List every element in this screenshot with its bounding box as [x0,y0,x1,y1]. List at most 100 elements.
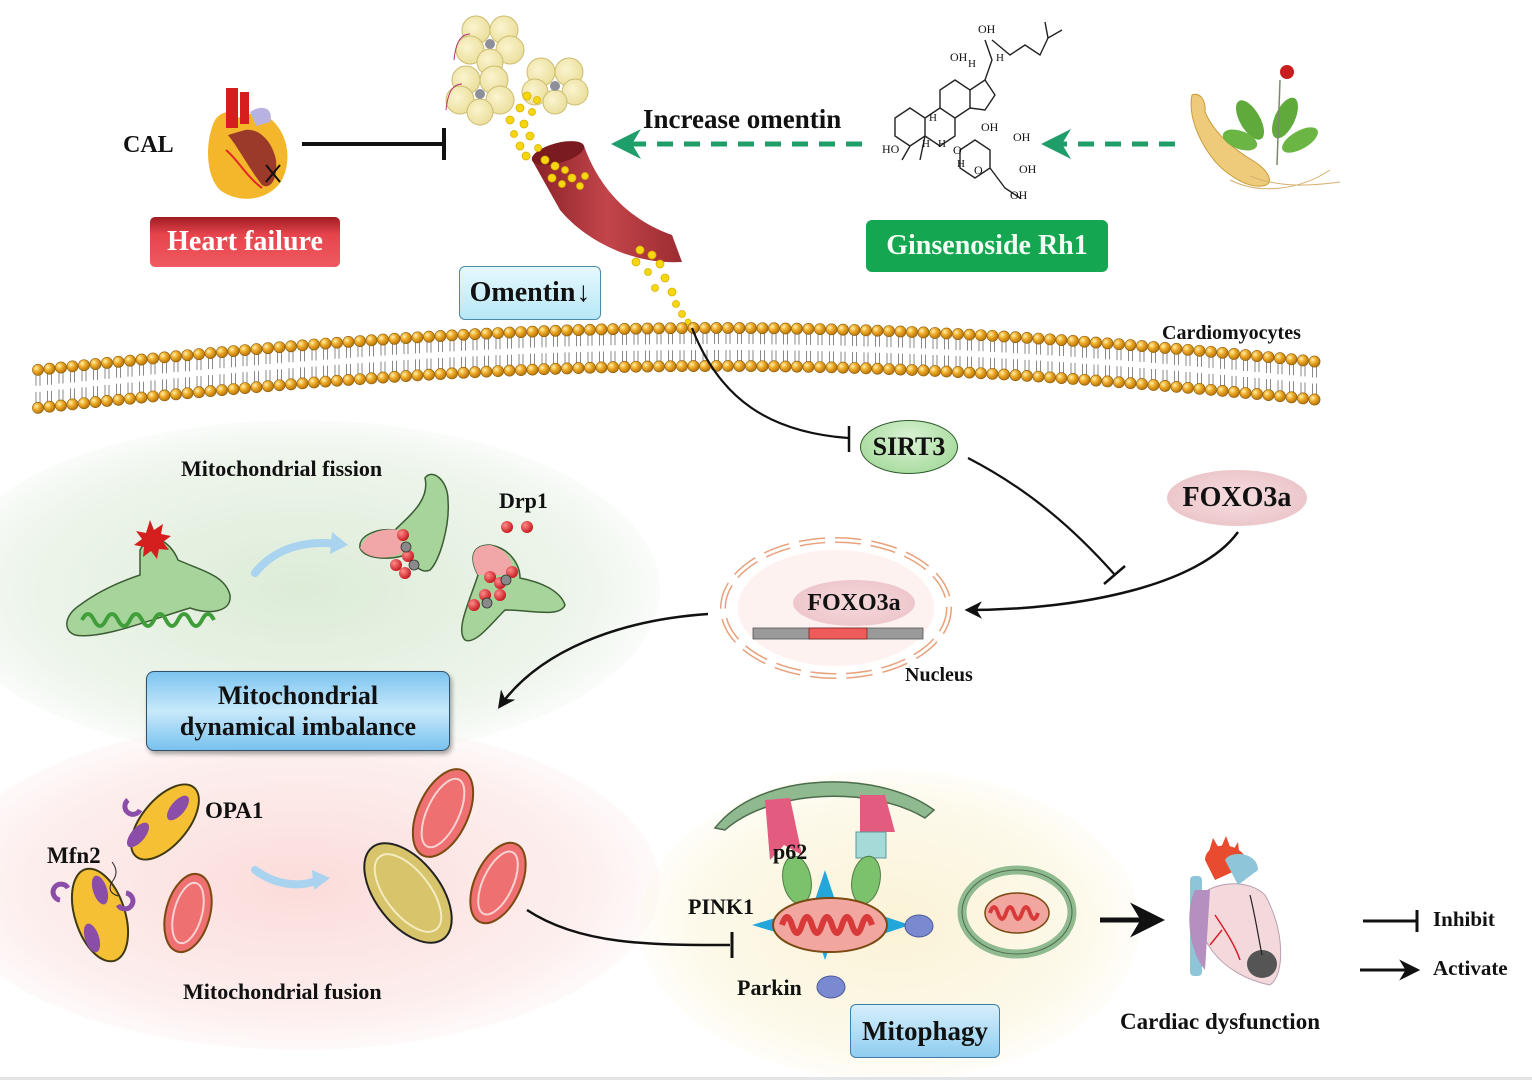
legend-inhibit-label: Inhibit [1433,907,1495,931]
lipid-head [227,345,240,358]
lipid-head [1078,373,1091,386]
lipid-head [181,349,194,362]
mitophagy-box: Mitophagy [850,1004,1000,1058]
mfn2-label: Mfn2 [47,843,101,868]
lipid-head [664,360,677,373]
lipid-head [124,392,136,405]
lipid-tail [541,336,547,365]
lipid-head [262,380,274,393]
lipid-head [1205,383,1217,396]
molecule-atom-label: H [922,138,930,150]
lipid-head [986,367,999,380]
lipid-tail [265,353,271,382]
fusing-mitochondrion-icon [50,861,136,963]
sirt3-node: SIRT3 [860,420,958,474]
lipid-tail [93,369,98,398]
lipid-tail [254,354,259,383]
lipid-head [538,363,550,376]
lipid-tail [139,364,144,393]
lipid-head [239,382,251,395]
lipid-head [1159,380,1171,392]
lipid-head [239,344,251,357]
lipid-tail [1243,359,1248,388]
lipid-head [1193,344,1206,357]
lipid-tail [1013,342,1018,371]
lipid-head [112,355,125,368]
lipid-head [607,361,619,374]
lipid-tail [668,333,673,362]
imbalance-line2: dynamical imbalance [179,712,417,741]
lipid-tail [875,335,880,364]
lipid-tail [783,333,788,362]
lipid-head [469,366,481,379]
ubiquitin-adaptor [855,831,887,859]
lipid-head [112,393,125,406]
lipid-head [1182,381,1194,394]
lipid-head [204,385,217,398]
lipid-tail [576,335,581,364]
lipid-head [1055,334,1068,347]
lipid-tail [1231,358,1237,387]
lipid-head [883,325,895,338]
lipid-head [825,323,838,336]
lipid-head [802,322,815,335]
lipid-head [457,366,470,379]
lipid-tail [150,363,156,392]
lipid-tail [1289,364,1294,393]
p62-label: p62 [773,839,808,864]
lipid-head [1285,353,1298,366]
lipid-head [618,323,631,335]
lipid-tail [760,333,765,362]
lipid-tail [909,336,915,365]
lipid-head [296,377,309,390]
lipid-head [860,324,872,337]
lipid-tail [978,340,984,369]
lipid-head [1308,393,1321,406]
lipid-head [89,358,102,370]
lipid-head [584,323,596,336]
lipid-tail [438,341,443,370]
lipid-head [768,322,780,335]
lipid-head [894,363,907,376]
lipid-tail [162,362,167,391]
lipid-head [158,389,171,402]
dysfunctional-heart-icon [1189,836,1282,986]
lipid-head [1124,339,1137,352]
lipid-tail [622,333,627,362]
lipid-head [480,365,493,378]
lipid-head [170,388,182,401]
lipid-head [250,381,263,394]
lipid-head [526,325,539,338]
lipid-head [848,362,861,374]
lipid-head [814,361,826,374]
lipid-head [365,334,378,347]
lipid-tail [817,334,823,363]
lipid-head [1159,342,1171,354]
lipid-head [170,350,182,363]
lipid-head [434,368,447,380]
lipid-tail [564,335,570,364]
lipid-tail [219,357,225,386]
nucleus-to-imbalance-arrow [497,612,709,709]
lipid-head [434,330,447,342]
lipid-head [55,361,67,374]
molecule-atom-label: H [929,112,937,124]
omentin-decrease-label: Omentin↓ [459,266,601,320]
lipid-head [549,362,562,375]
lipid-head [607,323,619,336]
lipid-head [1285,391,1298,404]
lipid-tail [725,333,731,362]
fragmented-mitochondrion-icon [460,544,566,642]
lipid-head [929,365,941,377]
lipid-head [319,337,332,350]
lipid-head [515,364,527,376]
lipid-tail [392,343,397,372]
lipid-head [1297,392,1309,405]
lipid-head [193,348,205,361]
lipid-tail [921,337,926,366]
lipid-tail [495,338,501,367]
molecule-atom-label: OH [1019,162,1037,176]
lipid-head [848,324,861,336]
lipid-head [457,328,470,341]
